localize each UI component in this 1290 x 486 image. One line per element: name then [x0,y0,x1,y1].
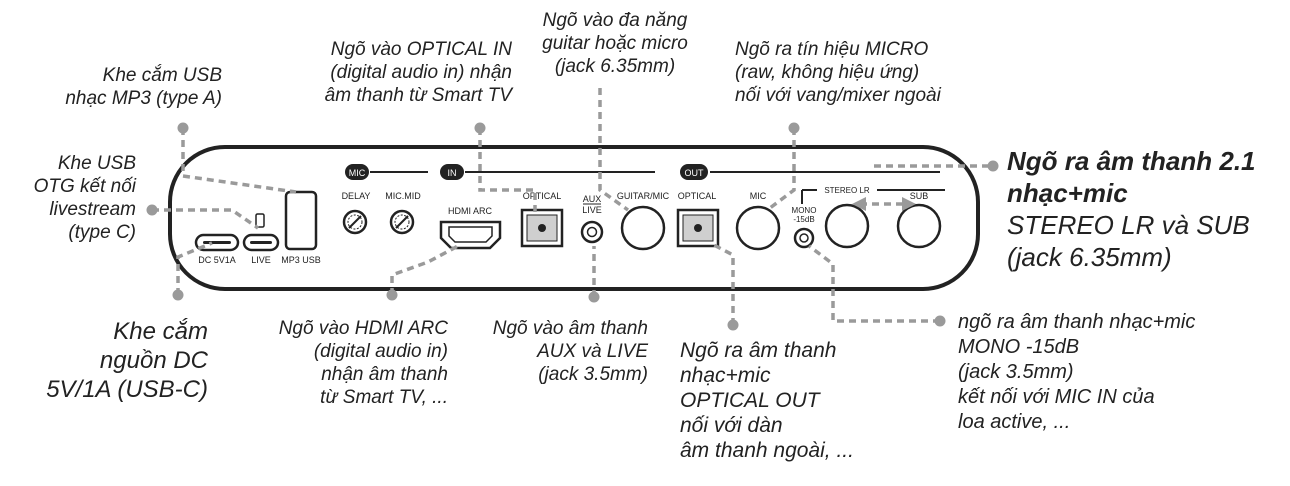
leader-lines [152,88,993,325]
callout-line: âm thanh ngoài, ... [680,439,854,462]
callout-line: Ngõ ra âm thanh [680,339,837,362]
callout-line: (jack 6.35mm) [1007,242,1172,272]
callout-out21-title: Ngõ ra âm thanh 2.1 nhạc+mic [1007,145,1256,209]
stereo-label: STEREO LR [824,186,870,195]
mp3usb-label: MP3 USB [281,255,321,265]
callout-line: Ngõ vào đa năng [542,10,688,31]
callout-optical-out: Ngõ ra âm thanh nhạc+mic OPTICAL OUT nối… [680,338,854,463]
callout-line: Ngõ vào HDMI ARC [278,318,448,339]
guitar-mic-jack [620,205,666,251]
hdmi-label: HDMI ARC [448,206,493,216]
callout-line: từ Smart TV, ... [320,387,448,408]
callout-line: guitar hoặc micro [542,33,688,54]
callout-line: (jack 6.35mm) [554,56,676,77]
usb-c-dc-port [194,233,240,252]
delay-label: DELAY [342,191,371,201]
mono-label: MONO [792,206,817,215]
guitar-label: GUITAR/MIC [617,191,670,201]
sub-jack [896,203,942,249]
in-badge [440,164,464,180]
out-badge [680,164,708,180]
stereo-lr-jack [824,203,870,249]
callout-line: nhạc+mic [680,364,771,387]
in-badge-text: IN [448,168,457,178]
live-port-label: LIVE [251,255,271,265]
mono-jack [793,227,815,249]
callout-line: Ngõ ra tín hiệu MICRO [735,39,929,60]
callout-line: AUX và LIVE [537,341,648,362]
group-lines [370,171,945,204]
sub-label: SUB [910,191,929,201]
hdmi-port [439,220,502,250]
callout-line: Ngõ ra âm thanh 2.1 [1007,146,1256,176]
callout-dc-power: Khe cắm nguồn DC 5V/1A (USB-C) [0,317,208,404]
aux-live-label: LIVE [582,205,602,215]
callout-line: OTG kết nối [33,176,136,197]
aux-label: AUX [583,194,602,204]
mic-badge-text: MIC [349,168,366,178]
optical-in-port [520,208,564,248]
callout-line: MONO -15dB [958,336,1080,358]
optical-in-label: OPTICAL [523,191,562,201]
device-panel [168,145,980,291]
arrow-right-icon [902,197,916,211]
callout-line: (digital audio in) [313,341,448,362]
out-badge-text: OUT [685,168,705,178]
callout-line: nguồn DC [99,347,208,374]
callout-line: nhạc MP3 (type A) [65,88,222,109]
callout-line: Khe cắm USB [102,65,222,86]
micmid-knob [389,209,415,235]
callout-line: (type C) [68,222,136,243]
optical-out-label: OPTICAL [678,191,717,201]
callout-line: (digital audio in) nhận [330,62,512,83]
callout-mic-out: Ngõ ra tín hiệu MICRO (raw, không hiệu ứ… [735,38,941,107]
optical-out-port [676,208,720,248]
callout-line: nhận âm thanh [321,364,448,385]
mic-out-label: MIC [750,191,767,201]
callout-line: nối với dàn [680,414,783,437]
callout-guitar-mic: Ngõ vào đa năng guitar hoặc micro (jack … [515,9,715,78]
callout-line: livestream [49,199,136,220]
callout-line: Ngõ vào OPTICAL IN [330,39,512,60]
callout-line: nối với vang/mixer ngoài [735,85,941,106]
dc-port-label: DC 5V1A [198,255,236,265]
callout-usb-otg: Khe USB OTG kết nối livestream (type C) [0,152,136,244]
callout-optical-in: Ngõ vào OPTICAL IN (digital audio in) nh… [250,38,512,107]
mono-db-label: -15dB [793,215,814,224]
mic-out-jack [735,205,781,251]
callout-line: nhạc+mic [1007,178,1128,208]
callout-aux-live: Ngõ vào âm thanh AUX và LIVE (jack 3.5mm… [440,317,648,386]
usb-a-port [284,190,318,251]
callout-line: STEREO LR và SUB [1007,210,1250,240]
callout-line: OPTICAL OUT [680,389,820,412]
callout-out21-sub: STEREO LR và SUB (jack 6.35mm) [1007,209,1250,273]
callout-line: (jack 3.5mm) [958,361,1074,383]
callout-line: loa active, ... [958,411,1071,433]
callout-mono-out: ngõ ra âm thanh nhạc+mic MONO -15dB (jac… [958,310,1195,435]
callout-line: (raw, không hiệu ứng) [735,62,920,83]
mic-badge [345,164,369,180]
callout-usb-mp3: Khe cắm USB nhạc MP3 (type A) [30,64,222,110]
callout-line: 5V/1A (USB-C) [46,376,208,403]
aux-jack [580,220,604,244]
callout-line: (jack 3.5mm) [538,364,648,385]
delay-knob [342,209,368,235]
callout-line: âm thanh từ Smart TV [324,85,512,106]
callout-hdmi-arc: Ngõ vào HDMI ARC (digital audio in) nhận… [218,317,448,409]
leader-dots [146,122,999,331]
callout-line: kết nối với MIC IN của [958,386,1155,408]
usb-c-live-port [242,233,280,252]
callout-line: Khe cắm [113,318,208,345]
callout-line: Khe USB [57,153,136,174]
arrow-left-icon [852,197,866,211]
callout-line: Ngõ vào âm thanh [492,318,648,339]
micmid-label: MIC.MID [385,191,421,201]
callout-line: ngõ ra âm thanh nhạc+mic [958,311,1196,333]
phone-icon [255,213,265,228]
